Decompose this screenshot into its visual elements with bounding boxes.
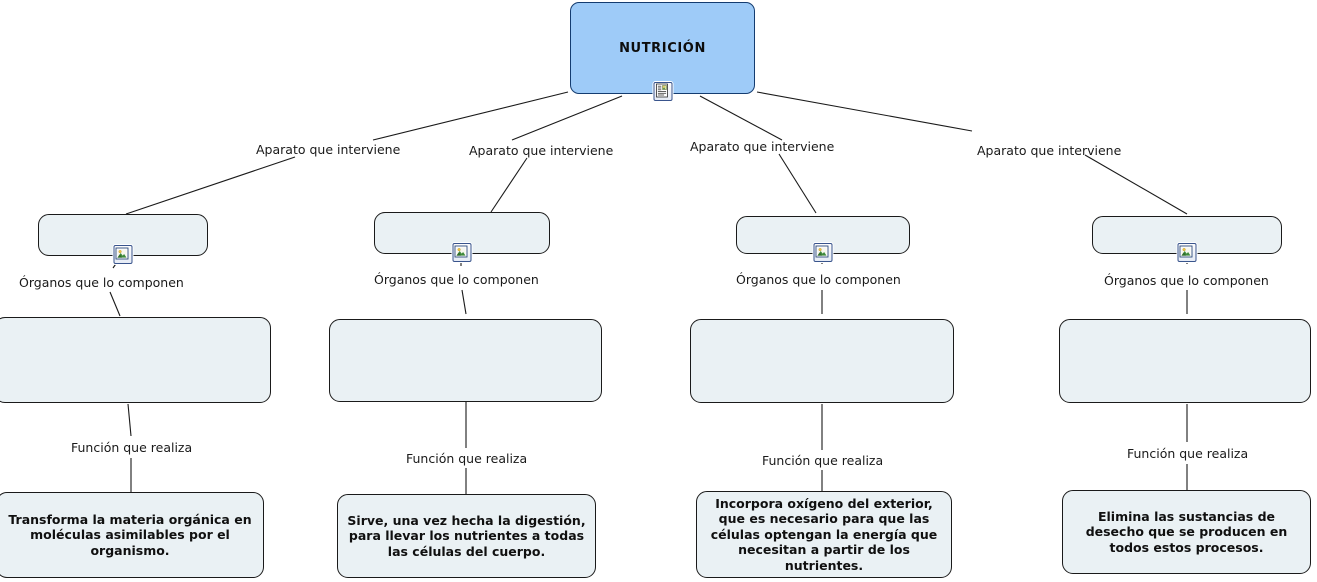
function-box-3[interactable]: Incorpora oxígeno del exterior, que es n… — [696, 491, 955, 581]
function-box-4-label: Elimina las sustancias de desecho que se… — [1085, 508, 1288, 555]
root-node-nutricion[interactable]: NUTRICIÓN — [570, 2, 758, 101]
organs-box-2-shadow — [334, 324, 605, 405]
link-label-organos-1: Órganos que lo componen — [19, 275, 184, 290]
function-box-2[interactable]: Sirve, una vez hecha la digestión, para … — [337, 494, 599, 581]
apparatus-box-3[interactable] — [736, 216, 913, 262]
organs-box-1[interactable] — [0, 317, 274, 406]
organs-box-1-shadow — [0, 322, 274, 406]
picture-icon[interactable] — [1177, 243, 1197, 262]
edge-l2-organs2 — [461, 289, 467, 315]
edge-root-b3 — [699, 95, 783, 141]
link-label-funcion-4: Función que realiza — [1127, 446, 1249, 461]
apparatus-box-4[interactable] — [1092, 216, 1285, 262]
link-label-funcion-2: Función que realiza — [406, 451, 528, 466]
link-label-funcion-1: Función que realiza — [71, 440, 193, 455]
root-label: NUTRICIÓN — [619, 40, 706, 56]
note-icon[interactable] — [653, 82, 672, 101]
edge-root-b1 — [372, 91, 569, 141]
link-label-aparato-1: Aparato que interviene — [256, 142, 401, 157]
function-box-2-label: Sirve, una vez hecha la digestión, para … — [347, 512, 586, 559]
organs-box-4[interactable] — [1059, 319, 1314, 406]
function-box-3-label: Incorpora oxígeno del exterior, que es n… — [710, 495, 938, 573]
organs-box-3[interactable] — [690, 319, 957, 406]
edge-l1-box3 — [778, 153, 817, 214]
link-label-organos-2: Órganos que lo componen — [374, 272, 539, 287]
organs-box-2[interactable] — [329, 319, 605, 405]
link-label-organos-3: Órganos que lo componen — [736, 272, 901, 287]
picture-icon[interactable] — [113, 245, 133, 264]
apparatus-box-1[interactable] — [38, 214, 211, 264]
edge-l1-box1 — [125, 156, 296, 215]
link-label-aparato-2: Aparato que interviene — [469, 143, 614, 158]
edge-l1-box4 — [1084, 154, 1188, 215]
edge-l2-organs1 — [109, 291, 121, 317]
edge-l1-box2 — [490, 157, 528, 213]
edge-organs1-l3 — [127, 403, 132, 437]
function-box-4[interactable]: Elimina las sustancias de desecho que se… — [1062, 490, 1314, 577]
function-box-1-label: Transforma la materia orgánica en molécu… — [8, 511, 252, 558]
link-label-organos-4: Órganos que lo componen — [1104, 273, 1269, 288]
link-label-aparato-4: Aparato que interviene — [977, 143, 1122, 158]
picture-icon[interactable] — [452, 243, 472, 262]
link-label-aparato-3: Aparato que interviene — [690, 139, 835, 154]
edge-root-b2 — [511, 95, 623, 141]
organs-box-3-shadow — [695, 324, 957, 406]
link-label-funcion-3: Función que realiza — [762, 453, 884, 468]
edge-root-b4 — [756, 91, 973, 132]
apparatus-box-2[interactable] — [374, 212, 553, 262]
organs-box-4-shadow — [1064, 324, 1314, 406]
function-box-1[interactable]: Transforma la materia orgánica en molécu… — [0, 492, 267, 581]
picture-icon[interactable] — [813, 243, 833, 262]
